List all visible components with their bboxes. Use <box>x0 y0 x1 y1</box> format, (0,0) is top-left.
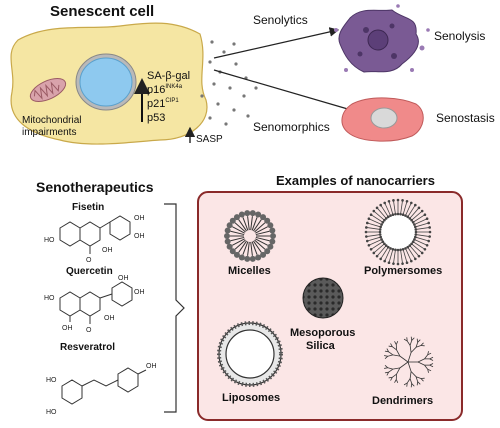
liposome-icon <box>217 321 283 387</box>
compound-name-quercetin: Quercetin <box>66 266 113 277</box>
marker-p16: p16INK4a <box>147 84 183 96</box>
senomorphics-arrow <box>213 69 360 115</box>
mito-label-line1: Mitochondrial <box>22 115 81 126</box>
liposomes-label: Liposomes <box>222 392 280 404</box>
senescent-cell-title: Senescent cell <box>50 3 154 20</box>
senolysis-cell <box>338 9 419 73</box>
quercetin-oh-4: OH <box>134 289 145 296</box>
sasp-label: SASP <box>196 134 223 145</box>
senotherapeutics-title: Senotherapeutics <box>36 179 154 195</box>
marker-p53: p53 <box>147 112 165 124</box>
apoptotic-fragments <box>334 4 430 72</box>
senomorphics-label: Senomorphics <box>253 120 330 134</box>
marker-sa-beta-gal: SA-β-gal <box>147 70 190 82</box>
compound-name-fisetin: Fisetin <box>72 202 104 213</box>
quercetin-ho-1: HO <box>44 295 55 302</box>
resveratrol-ho-2: HO <box>46 409 57 416</box>
marker-p21: p21CIP1 <box>147 98 179 110</box>
mito-label-line2: impairments <box>22 127 76 138</box>
quercetin-o: O <box>86 327 92 334</box>
resveratrol-structure <box>61 367 147 405</box>
quercetin-oh-2: OH <box>104 315 115 322</box>
micelle-icon <box>224 210 276 262</box>
quercetin-structure <box>59 281 133 324</box>
senolytics-arrow <box>213 27 340 59</box>
senolysis-label: Senolysis <box>434 29 485 43</box>
fisetin-structure <box>59 215 131 254</box>
compound-name-resveratrol: Resveratrol <box>60 342 115 353</box>
dendrimers-label: Dendrimers <box>372 395 433 407</box>
mesoporous-label-line1: Mesoporous <box>290 327 355 339</box>
senostasis-nucleus <box>370 107 398 129</box>
senostasis-label: Senostasis <box>436 111 495 125</box>
fisetin-ho: HO <box>44 237 55 244</box>
mesoporous-silica-icon <box>302 277 344 319</box>
mitochondrion-icon <box>29 78 67 102</box>
resveratrol-ho-1: HO <box>46 377 57 384</box>
nanocarriers-title: Examples of nanocarriers <box>276 173 435 188</box>
polymersome-icon <box>364 198 432 266</box>
bracket <box>164 203 185 413</box>
mesoporous-label-line2: Silica <box>306 340 336 352</box>
senolytics-label: Senolytics <box>253 13 308 27</box>
fisetin-oh-2: OH <box>134 233 145 240</box>
quercetin-oh-1: OH <box>62 325 73 332</box>
polymersomes-label: Polymersomes <box>364 265 442 277</box>
micelles-label: Micelles <box>228 265 271 277</box>
nucleus <box>79 57 133 107</box>
dendrimer-icon <box>384 336 434 388</box>
fisetin-o: O <box>86 257 92 264</box>
fisetin-oh-1: OH <box>134 215 145 222</box>
resveratrol-oh: OH <box>146 363 157 370</box>
quercetin-oh-3: OH <box>118 275 129 282</box>
fisetin-oh-3: OH <box>102 247 113 254</box>
sasp-particles <box>200 40 258 126</box>
